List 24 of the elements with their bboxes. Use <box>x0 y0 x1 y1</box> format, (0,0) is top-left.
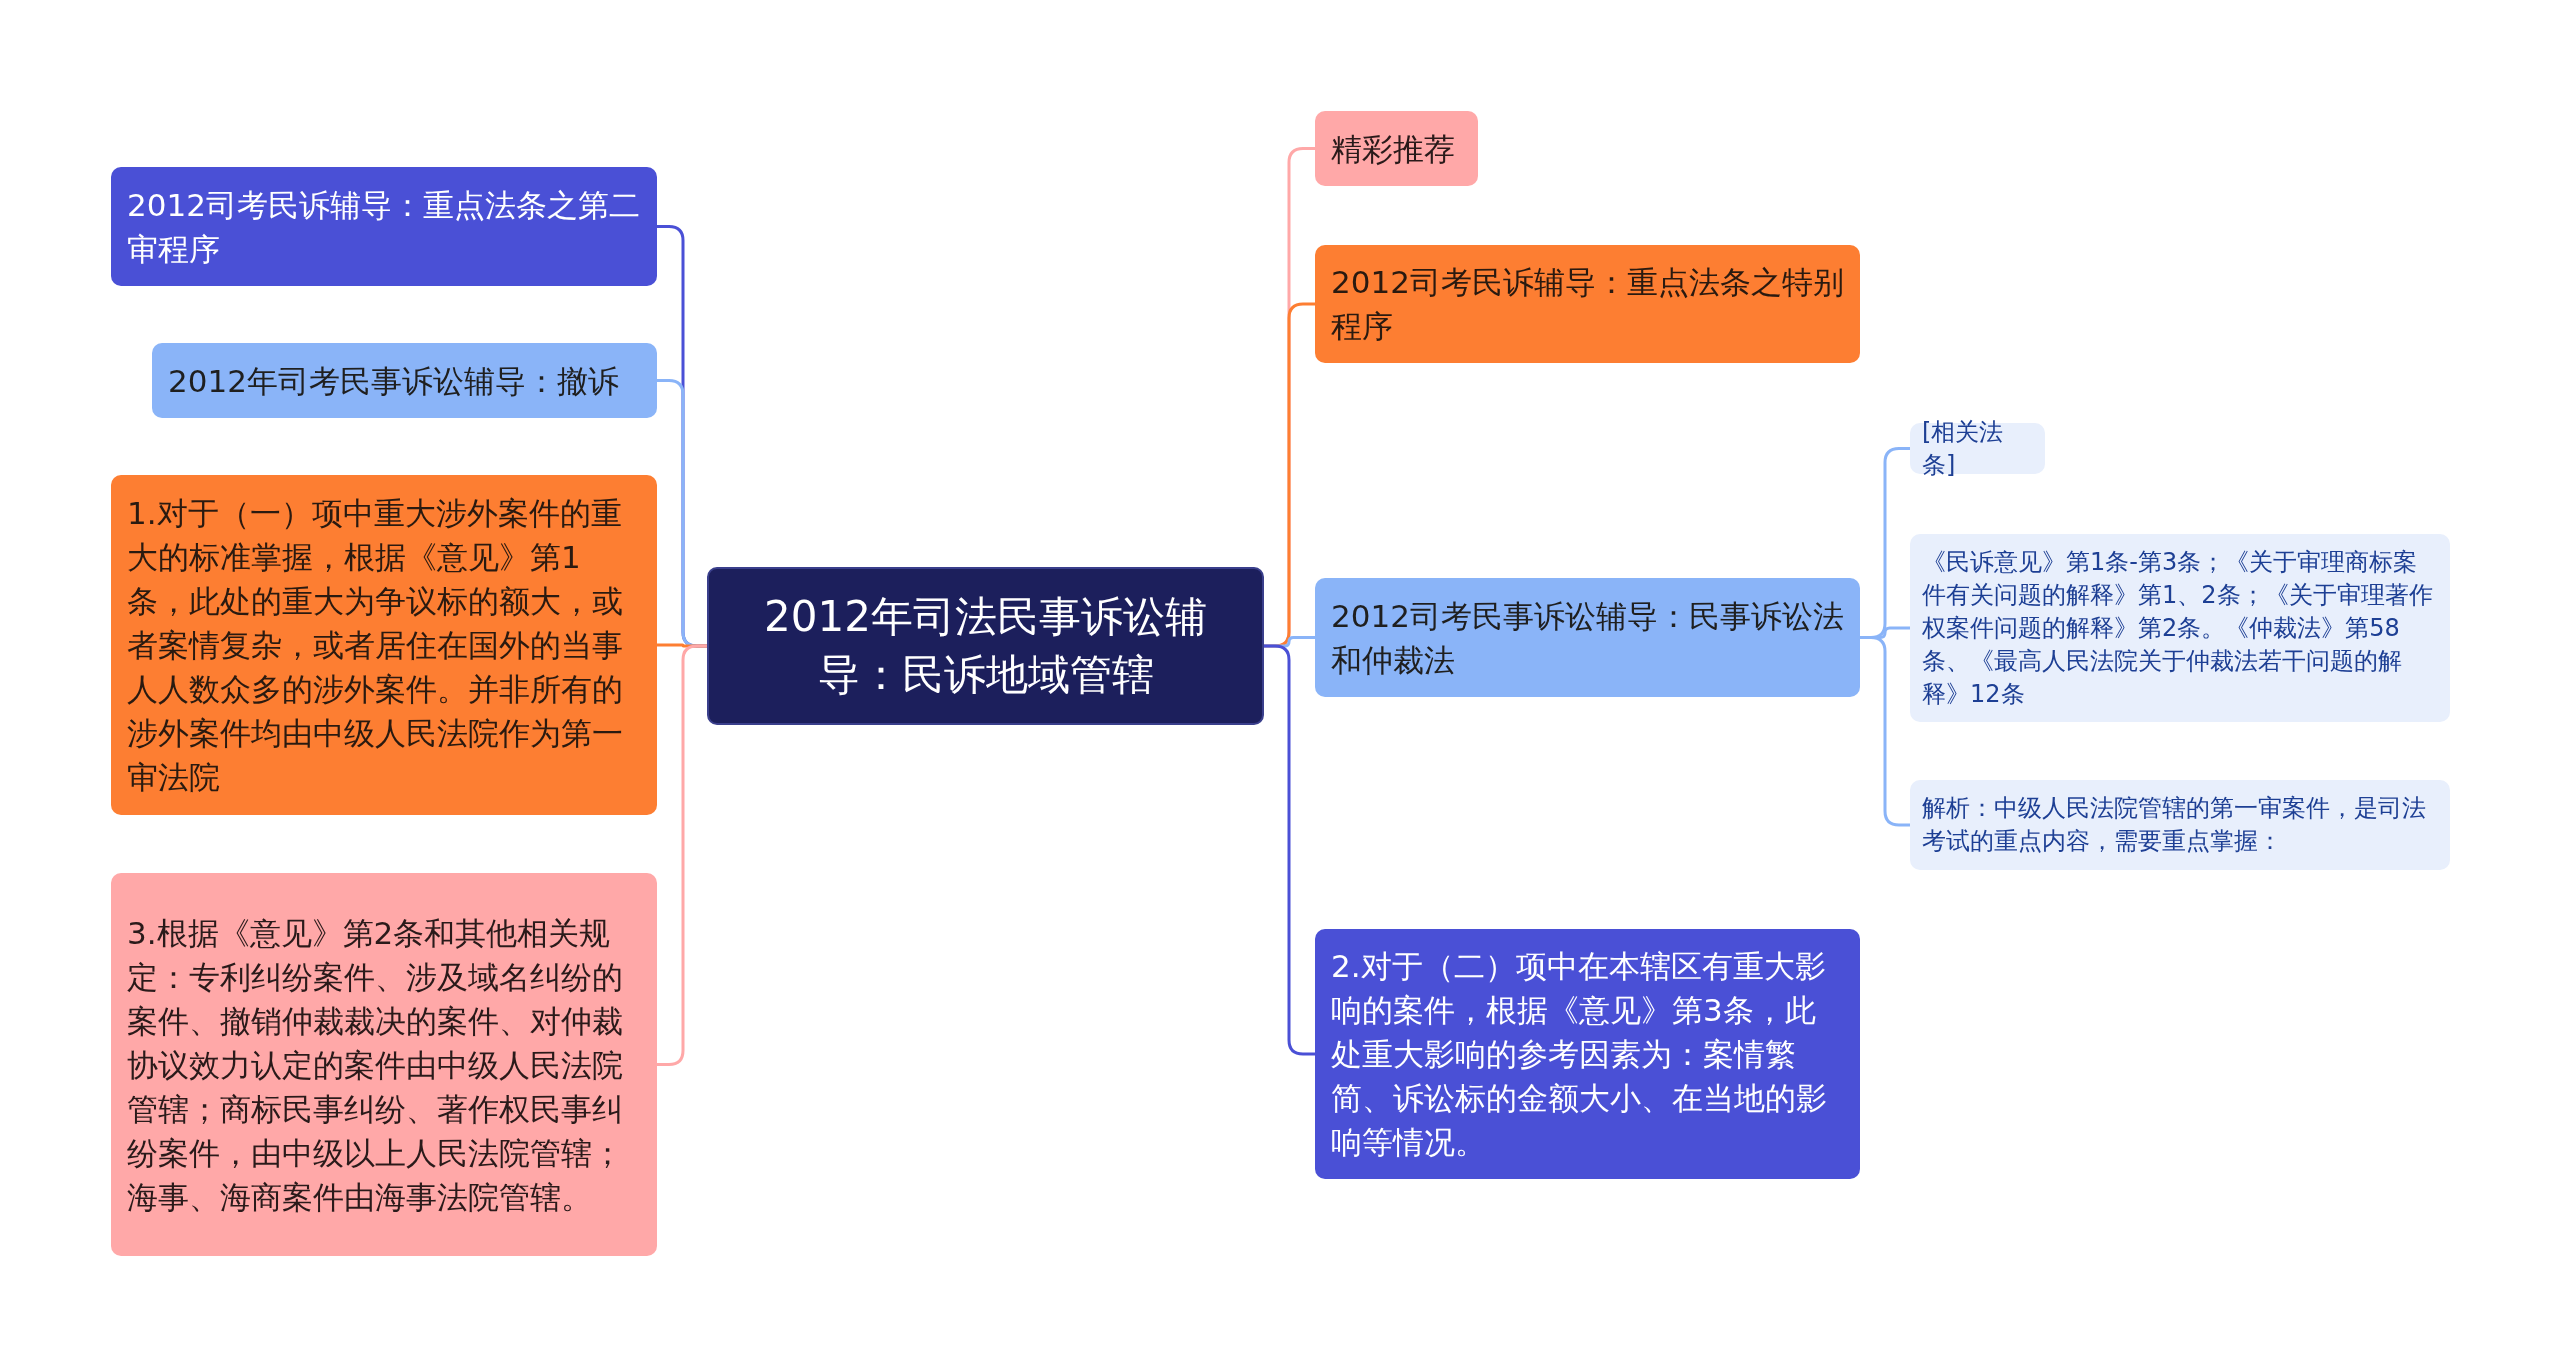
topic-text: 《民诉意见》第1条-第3条；《关于审理商标案件有关问题的解释》第1、2条；《关于审理著作权案件问题的解释》第2条。《仲裁法》第58条、《最高人民法院关于仲裁法若干问题的解释》12条 <box>1922 546 2434 710</box>
topic-text: 2012司考民诉辅导：重点法条之第二审程序 <box>127 185 641 269</box>
topic-box <box>1315 578 1860 697</box>
topic-box <box>1315 245 1860 363</box>
topic-box <box>1315 111 1478 186</box>
topic-text: 1.对于（一）项中重大涉外案件的重大的标准掌握，根据《意见》第1条，此处的重大为争议标的额大，或者案情复杂，或者居住在国外的当事人人数众多的涉外案件。并非所有的涉外案件均由中级人民法院作为第一审法院 <box>127 494 624 797</box>
connector-line <box>1860 636 1910 827</box>
topic-box <box>152 343 657 418</box>
topic-box <box>111 475 657 815</box>
topic-text: 2012司考民事诉讼辅导：民事诉讼法和仲裁法 <box>1331 596 1844 680</box>
topic-text: 2012年司法民事诉讼辅导：民诉地域管辖 <box>763 591 1208 701</box>
topic-box <box>1910 534 2450 722</box>
topic-text: 2012年司考民事诉讼辅导：撤诉 <box>168 361 620 401</box>
topic-box <box>1910 780 2450 870</box>
topic-box <box>111 873 657 1256</box>
topic-text: 2.对于（二）项中在本辖区有重大影响的案件，根据《意见》第3条，此处重大影响的参考因素为：案情繁简、诉讼标的金额大小、在当地的影响等情况。 <box>1331 947 1828 1162</box>
topic-text: 2012司考民诉辅导：重点法条之特别程序 <box>1331 263 1844 346</box>
topic-box <box>111 167 657 286</box>
central-topic <box>707 567 1264 725</box>
topic-text: 精彩推荐 <box>1331 129 1456 169</box>
topic-text: 解析：中级人民法院管辖的第一审案件，是司法考试的重点内容，需要重点掌握： <box>1922 793 2427 857</box>
topic-text: [相关法条] <box>1922 416 2005 481</box>
topic-box <box>1315 929 1860 1179</box>
topic-text: 3.根据《意见》第2条和其他相关规定：专利纠纷案件、涉及域名纠纷的案件、撤销仲裁裁决的案件、对仲裁协议效力认定的案件由中级人民法院管辖；商标民事纠纷、著作权民事纠纷案件，由中级以上人民法院管辖；海事、海商案件由海事法院管辖。 <box>127 913 624 1217</box>
